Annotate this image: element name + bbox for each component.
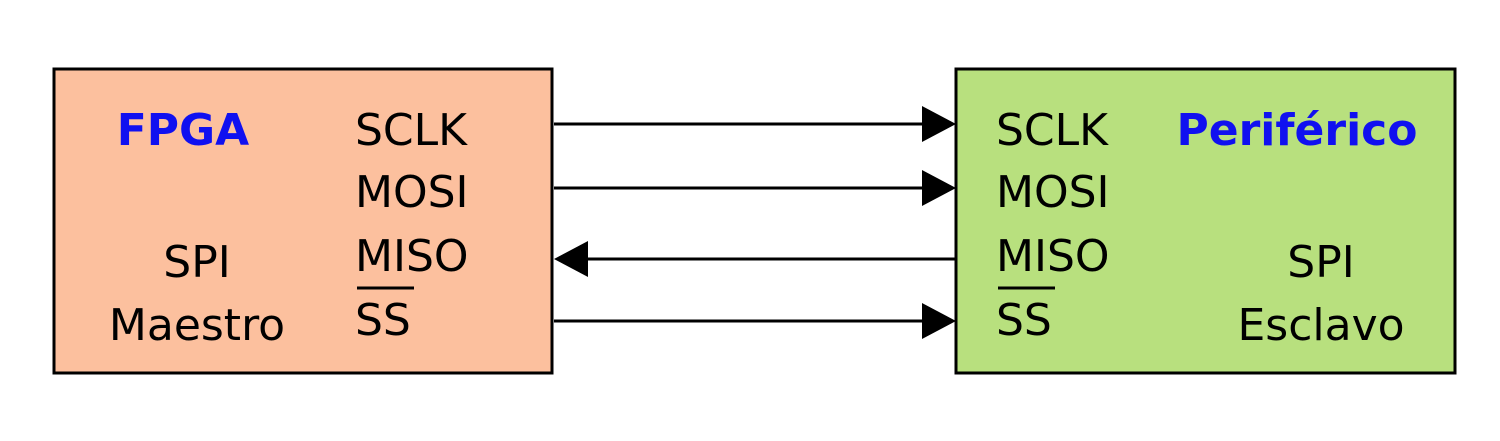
connection-mosi <box>554 170 956 206</box>
ss-arrowhead <box>922 303 956 339</box>
master-role-line1: SPI <box>163 237 230 288</box>
master-title: FPGA <box>117 105 249 156</box>
master-signal-ss: SS <box>355 295 411 346</box>
slave-role-line1: SPI <box>1287 237 1354 288</box>
connection-miso <box>554 241 956 277</box>
master-block: FPGA SPI Maestro SCLK MOSI MISO SS <box>52 67 554 375</box>
mosi-arrowhead <box>922 170 956 206</box>
slave-signal-mosi: MOSI <box>996 167 1110 218</box>
master-signal-mosi: MOSI <box>355 167 469 218</box>
sclk-arrowhead <box>922 106 956 142</box>
slave-signal-miso: MISO <box>996 231 1110 282</box>
slave-block: Periférico SPI Esclavo SCLK MOSI MISO SS <box>954 67 1457 375</box>
slave-signal-ss: SS <box>996 295 1052 346</box>
master-signal-miso: MISO <box>355 231 469 282</box>
miso-arrowhead <box>554 241 588 277</box>
master-signal-sclk: SCLK <box>355 105 468 156</box>
slave-box <box>954 67 1457 375</box>
slave-signal-sclk: SCLK <box>996 105 1109 156</box>
master-role-line2: Maestro <box>109 300 285 351</box>
master-box <box>52 67 554 375</box>
connection-ss <box>554 303 956 339</box>
slave-title: Periférico <box>1177 105 1418 156</box>
slave-role-line2: Esclavo <box>1237 300 1404 351</box>
connection-sclk <box>554 106 956 142</box>
